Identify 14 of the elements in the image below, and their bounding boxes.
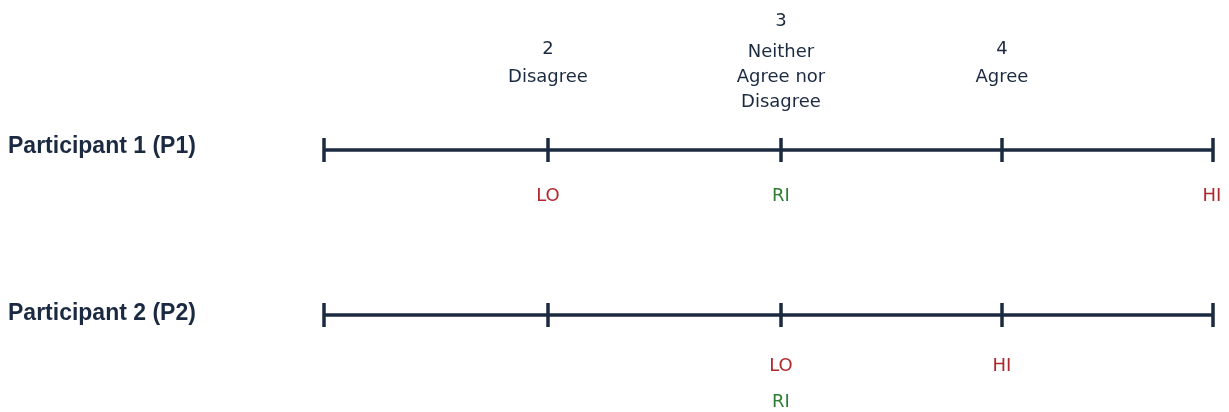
scale-point-label: Agree — [975, 63, 1029, 88]
marker-label: RI — [772, 182, 790, 207]
marker-label: LO — [769, 352, 793, 377]
marker-label: LO — [536, 182, 560, 207]
marker-label: HI — [1202, 182, 1222, 207]
row-label: Participant 1 (P1) — [8, 132, 196, 158]
scale-point-number: 2 — [542, 35, 554, 60]
scale-point-number: 4 — [996, 35, 1008, 60]
marker-label: HI — [992, 352, 1012, 377]
marker-label: RI — [772, 388, 790, 412]
row-label: Participant 2 (P2) — [8, 299, 196, 325]
scale-point-label: Disagree — [508, 63, 588, 88]
scale-point-label: Neither Agree nor Disagree — [735, 38, 827, 113]
scale-point-number: 3 — [775, 7, 787, 32]
